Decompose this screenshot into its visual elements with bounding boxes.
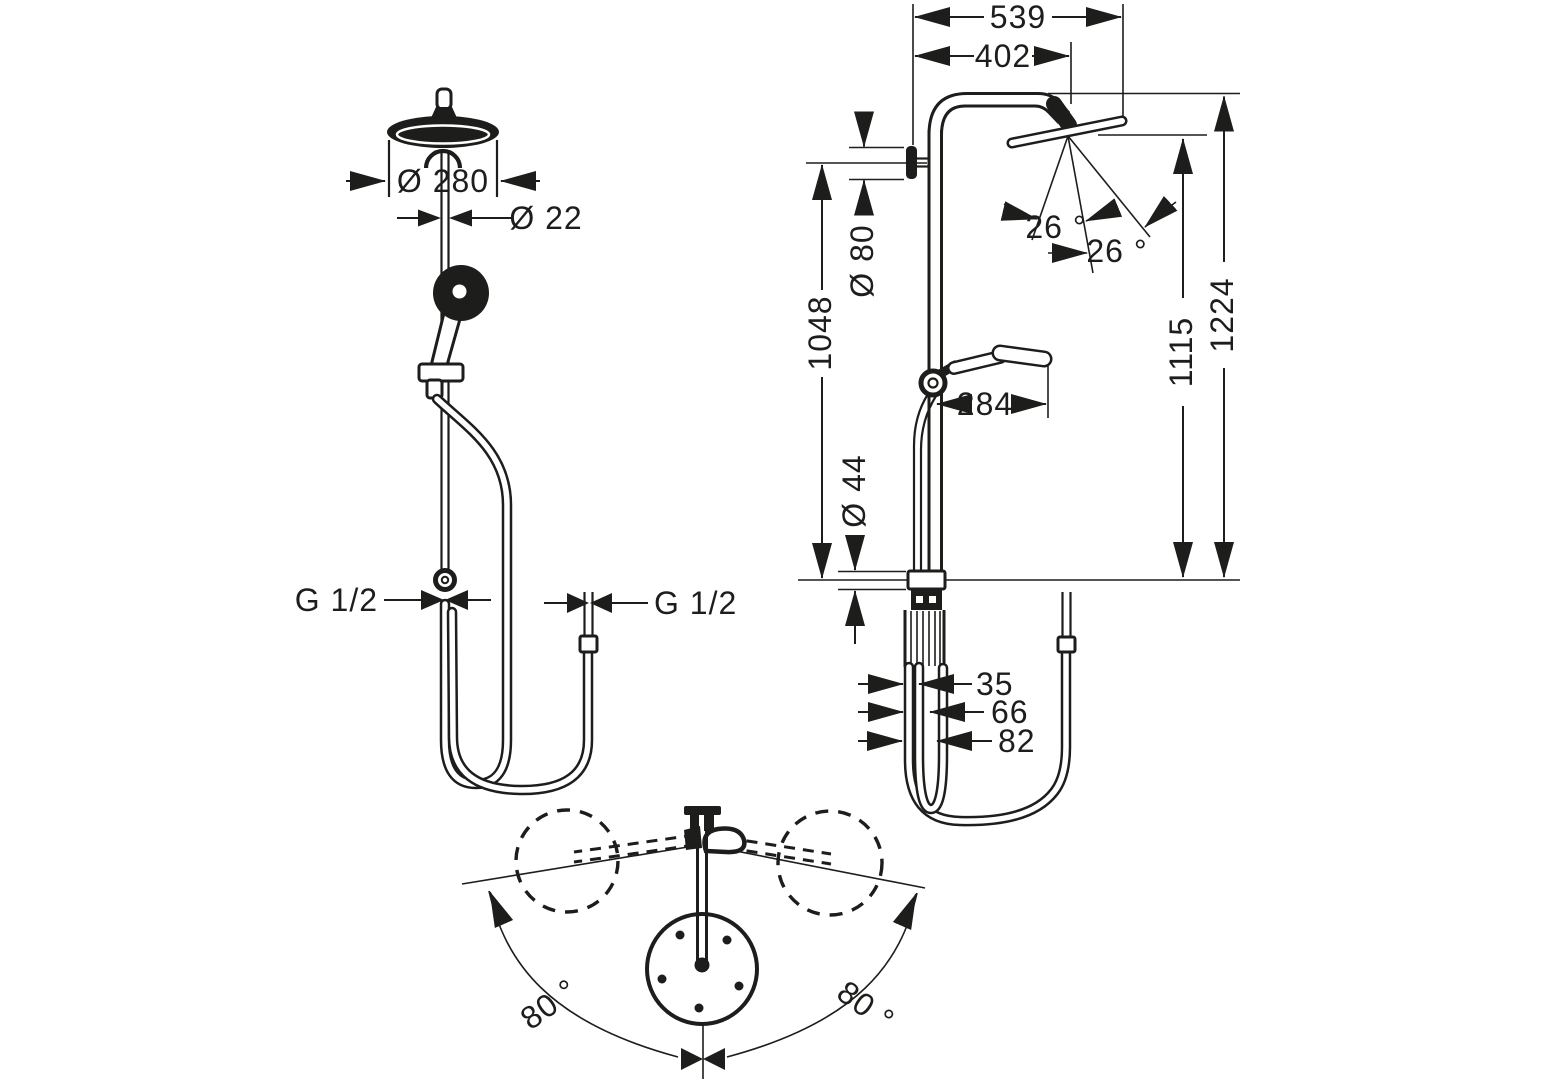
arm-projection-label: 402 xyxy=(975,38,1031,74)
hose-sleeve xyxy=(903,610,946,667)
side-view: 539 402 26 ° xyxy=(798,0,1240,827)
front-view: Ø 280 Ø 22 G xyxy=(295,87,737,796)
hose-end-connector-front xyxy=(578,634,599,654)
pipe-bend-inner xyxy=(940,104,1061,136)
inlet-thread-label: G 1/2 xyxy=(295,582,378,618)
holder-top-view xyxy=(702,826,747,855)
swivel-arm-left-2 xyxy=(573,843,696,864)
dim-bracket-height: 1048 xyxy=(802,162,927,579)
hose-end-connector-side xyxy=(1056,635,1077,654)
hose-offset-2-label: 66 xyxy=(991,694,1029,730)
overall-projection-label: 539 xyxy=(990,0,1046,35)
dim-connector-diameter: Ø 44 xyxy=(836,454,906,644)
hose-fold-side xyxy=(913,661,949,815)
dim-spray-angles: 26 ° 26 ° xyxy=(1000,195,1178,269)
bracket-height-label: 1048 xyxy=(802,295,838,370)
overhead-shower-side-face xyxy=(1009,118,1125,146)
spray-lines xyxy=(1031,135,1151,274)
riser-end-cap xyxy=(694,957,710,973)
rail-ball-joint-center xyxy=(440,575,450,585)
hand-shower-holder-front xyxy=(417,362,465,383)
swivel-angle-right-label: 80 ° xyxy=(831,973,902,1038)
hand-shower-head-side-face xyxy=(994,347,1050,365)
dim-arm-projection: 402 xyxy=(914,38,1070,74)
wall-plate-top xyxy=(684,806,721,815)
hose-offset-1-label: 35 xyxy=(976,666,1014,702)
dim-head-diameter: Ø 280 xyxy=(346,163,540,199)
swivel-limit-right xyxy=(704,844,926,889)
head-stem-flare xyxy=(431,107,457,118)
pipe-diameter-label: Ø 22 xyxy=(509,200,582,236)
head-position-left-dashed xyxy=(514,808,620,914)
swivel-arm-left-1 xyxy=(573,833,696,854)
centerline-arrow-right xyxy=(703,1048,725,1070)
dim-hose-thread: G 1/2 xyxy=(544,585,737,621)
hand-shower-handle-side-face xyxy=(949,352,1005,373)
total-height-label: 1224 xyxy=(1204,277,1240,352)
dim-total-height: 1224 xyxy=(1204,95,1240,578)
spray-angle-outer-label: 26 ° xyxy=(1086,233,1147,269)
head-joint-arc xyxy=(423,148,463,169)
dim-pipe-diameter: Ø 22 xyxy=(397,200,582,236)
dim-escutcheon-diameter: Ø 80 xyxy=(844,111,904,298)
holder-ball-joint-center xyxy=(927,377,939,389)
swivel-limit-left xyxy=(461,844,701,885)
dim-head-height: 1115 xyxy=(1163,138,1199,578)
nozzle-dots xyxy=(657,930,744,1013)
dim-hose-offsets: 35 66 82 xyxy=(858,666,1036,759)
pivot-left-lug xyxy=(684,826,702,850)
hose-offset-3-label: 82 xyxy=(998,723,1036,759)
head-diameter-label: Ø 280 xyxy=(397,163,489,199)
top-view: 80 ° 80 ° xyxy=(461,806,926,1079)
hand-shower-hose-front xyxy=(431,393,513,790)
dim-hand-shower-projection: 284 xyxy=(936,366,1049,422)
head-position-right-dashed xyxy=(776,809,884,917)
hand-shower-face-hole xyxy=(452,284,467,299)
pipe-bottom-connector-base xyxy=(911,589,942,610)
connector-diameter-label: Ø 44 xyxy=(836,454,872,527)
dim-overall-projection: 539 xyxy=(914,0,1122,35)
escutcheon-diameter-label: Ø 80 xyxy=(844,224,880,297)
overhead-shower-front xyxy=(387,116,499,148)
hand-shower-projection-label: 284 xyxy=(957,386,1013,422)
swivel-angle-left-label: 80 ° xyxy=(514,971,585,1036)
hose-thread-label: G 1/2 xyxy=(654,585,737,621)
pivot-block-slot xyxy=(699,815,704,831)
head-height-label: 1115 xyxy=(1163,317,1199,387)
connector-port-left xyxy=(916,596,923,603)
dim-inlet-thread: G 1/2 xyxy=(295,582,491,618)
hand-hose-side-b xyxy=(919,395,937,570)
head-stem xyxy=(435,87,453,111)
centerline-arrow-left xyxy=(681,1048,703,1070)
overhead-shower-rim xyxy=(395,124,491,145)
supply-hose-front xyxy=(446,606,594,796)
connector-port-right xyxy=(929,596,936,603)
supply-hose-side xyxy=(903,647,1072,827)
spray-angle-inner-label: 26 ° xyxy=(1025,209,1086,245)
pipe-bottom-connector xyxy=(906,569,947,591)
overhead-shower-top xyxy=(645,912,759,1026)
head-connector-knob xyxy=(1046,96,1077,133)
hand-hose-side-a xyxy=(912,393,929,570)
